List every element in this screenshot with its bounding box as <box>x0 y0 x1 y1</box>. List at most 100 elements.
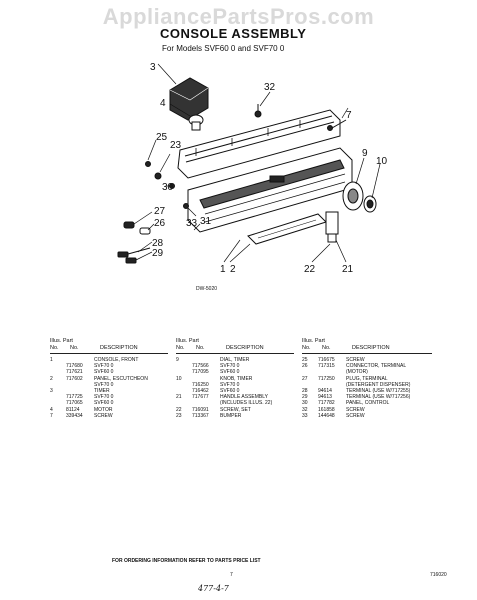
header-description: DESCRIPTION <box>352 345 390 351</box>
table-row: (INCLUDES ILLUS. 22) <box>176 400 294 406</box>
cell-description: BUMPER <box>220 412 242 419</box>
callout-33: 33 <box>186 218 198 229</box>
cell-part-no: 717725 <box>66 394 83 401</box>
handwritten-note: 477-4-7 <box>198 584 229 593</box>
motor-part <box>188 114 204 131</box>
header-no2: No. <box>196 345 205 351</box>
cell-description: SVF60 0 <box>220 369 240 376</box>
cell-description: SCREW <box>346 412 365 419</box>
cell-part-no: 717250 <box>318 375 335 382</box>
cell-illus-no: 25 <box>302 357 308 363</box>
timer-dial-part <box>342 181 364 211</box>
cell-description: PLUG, TERMINAL <box>346 375 388 382</box>
table-row: (DETERGENT DISPENSER) <box>302 382 432 388</box>
table-row: 716250 SVF70 0 <box>176 382 294 388</box>
callout-4: 4 <box>160 98 166 109</box>
callout-10: 10 <box>376 156 388 167</box>
table-row: 23 713367 BUMPER <box>176 413 294 419</box>
cell-description: SVF70 0 <box>220 363 240 370</box>
cell-part-no: 717680 <box>66 363 83 370</box>
page-subtitle: For Models SVF60 0 and SVF70 0 <box>162 44 285 53</box>
header-illus-part: Illus. Part <box>176 338 199 344</box>
cell-description: SVF60 0 <box>220 387 240 394</box>
cell-description: TIMER <box>94 387 110 394</box>
cell-part-no: 717677 <box>192 394 209 401</box>
cell-description: SVF70 0 <box>94 394 114 401</box>
header-description: DESCRIPTION <box>100 345 138 351</box>
cell-illus-no: 9 <box>176 357 179 363</box>
callout-27: 27 <box>154 206 166 217</box>
table-row: SVF70 0 <box>50 382 168 388</box>
callout-29: 29 <box>152 248 164 259</box>
cell-part-no: 717065 <box>66 400 83 407</box>
header-illus-part: Illus. Part <box>302 338 325 344</box>
cell-illus-no: 2 <box>50 375 53 382</box>
callout-9: 9 <box>362 148 368 159</box>
cell-part-no: 717315 <box>318 363 335 370</box>
cell-illus-no: 23 <box>176 412 182 419</box>
cell-illus-no: 1 <box>50 357 53 363</box>
header-no: No. <box>302 345 311 351</box>
cell-part-no: 717095 <box>192 369 209 376</box>
terminal-parts <box>117 221 151 264</box>
table-header: Illus. Part No. No. DESCRIPTION <box>176 338 294 354</box>
cell-part-no: 717602 <box>66 375 83 382</box>
cell-illus-no: 21 <box>176 394 182 401</box>
cell-description: SVF70 0 <box>220 381 240 388</box>
table-row: 717566 SVF70 0 <box>176 363 294 369</box>
cell-part-no: 716250 <box>192 381 209 388</box>
cell-part-no: 339434 <box>66 412 83 419</box>
cell-part-no: 713367 <box>192 412 209 419</box>
cell-description: SCREW <box>94 412 113 419</box>
escutcheon-panel-part <box>247 213 327 245</box>
cell-description: TERMINAL (USE W/717255) <box>346 387 411 394</box>
cell-part-no: 717566 <box>192 363 209 370</box>
table-row: 717725 SVF70 0 <box>50 394 168 400</box>
cell-part-no: 717782 <box>318 400 335 407</box>
callout-30: 30 <box>162 182 174 193</box>
callout-32: 32 <box>264 82 276 93</box>
parts-column-3: Illus. Part No. No. DESCRIPTION 25 716675… <box>302 338 432 419</box>
figure-code: DW-5020 <box>196 286 218 292</box>
cell-part-no: 717621 <box>66 369 83 376</box>
cell-description: CONNECTOR, TERMINAL <box>346 363 407 370</box>
cell-illus-no: 4 <box>50 406 53 413</box>
callout-25: 25 <box>156 132 168 143</box>
document-code: 716020 <box>430 572 447 578</box>
cell-part-no: 716675 <box>318 357 335 363</box>
control-panel-part <box>177 109 341 179</box>
cell-description: CONSOLE, FRONT <box>94 357 139 363</box>
cell-description: TERMINAL (USE W/717256) <box>346 394 411 401</box>
cell-description: KNOB, TIMER <box>220 375 253 382</box>
cell-illus-no: 22 <box>176 406 182 413</box>
table-header: Illus. Part No. No. DESCRIPTION <box>302 338 432 354</box>
cell-illus-no: 30 <box>302 400 308 407</box>
page-title: CONSOLE ASSEMBLY <box>160 26 307 41</box>
table-row: 26 717315 CONNECTOR, TERMINAL <box>302 363 432 369</box>
callout-3: 3 <box>150 62 156 73</box>
handle-part <box>325 211 339 243</box>
cell-part-no: 716462 <box>192 387 209 394</box>
cell-part-no: 94613 <box>318 394 332 401</box>
cell-illus-no: 26 <box>302 363 308 370</box>
cell-part-no: 94614 <box>318 387 332 394</box>
callout-26: 26 <box>154 218 166 229</box>
header-no: No. <box>50 345 59 351</box>
